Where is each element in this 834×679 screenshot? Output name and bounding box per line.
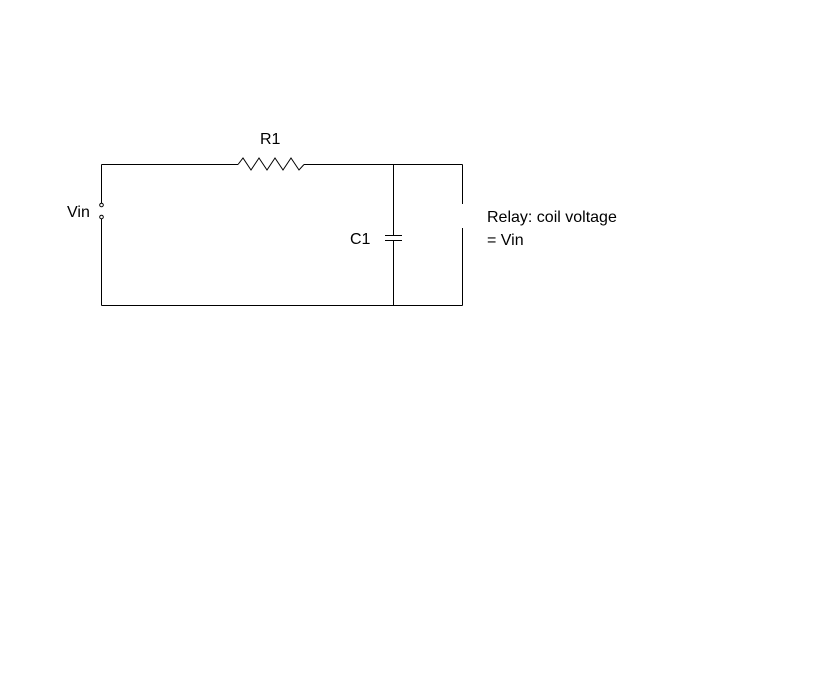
- relay-label-line1: Relay: coil voltage: [487, 209, 617, 226]
- resistor-r1: [237, 157, 305, 171]
- capacitor-label: C1: [350, 231, 371, 248]
- vin-terminal-top: [99, 202, 104, 208]
- resistor-label: R1: [260, 131, 281, 148]
- relay-label-line2: = Vin: [487, 232, 524, 249]
- vin-terminal-bottom: [99, 214, 104, 220]
- source-label: Vin: [67, 204, 90, 221]
